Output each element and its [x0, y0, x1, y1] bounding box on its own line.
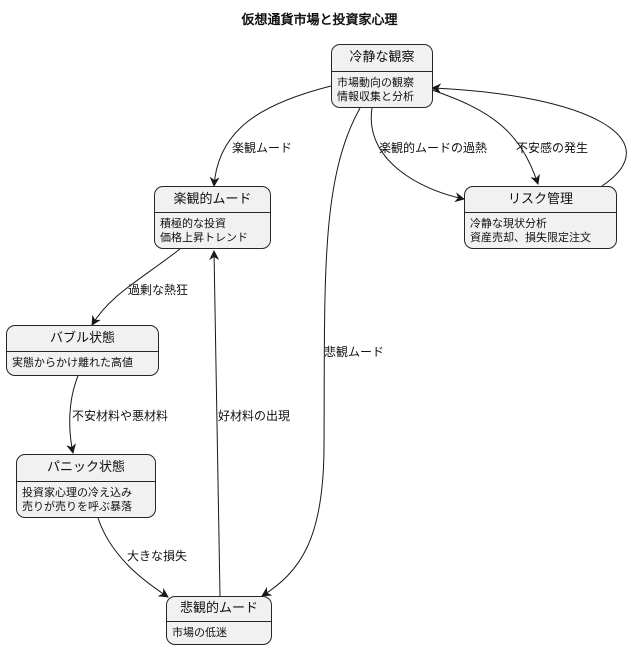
state-risk-management: リスク管理 冷静な現状分析 資産売却、損失限定注文 — [464, 186, 617, 249]
edge-bubble-to-panic — [66, 375, 79, 454]
state-line: 投資家心理の冷え込み — [22, 486, 132, 499]
edge-label-panic-to-pessimistic: 大きな損失 — [127, 549, 188, 563]
state-line: 情報収集と分析 — [337, 90, 414, 103]
state-pessimistic-mood: 悲観的ムード 市場の低迷 — [166, 596, 272, 645]
edge-risk-to-calm — [431, 83, 627, 187]
edge-calm-to-risk-overheat — [370, 107, 465, 203]
edge-label-optimistic-to-bubble: 過剰な熱狂 — [128, 283, 189, 297]
state-name: 楽観的ムード — [155, 187, 270, 213]
state-line: 冷静な現状分析 — [470, 217, 547, 230]
state-bubble: バブル状態 実態からかけ離れた高値 — [6, 325, 159, 376]
edge-label-calm-to-pessimistic: 悲観ムード — [324, 345, 385, 359]
state-panic: パニック状態 投資家心理の冷え込み 売りが売りを呼ぶ暴落 — [16, 454, 156, 518]
state-line: 売りが売りを呼ぶ暴落 — [22, 500, 132, 513]
state-name: リスク管理 — [465, 187, 616, 213]
state-line: 積極的な投資 — [160, 217, 226, 230]
edge-calm-to-risk-anxiety — [431, 89, 540, 185]
edge-label-calm-to-optimistic: 楽観ムード — [232, 141, 293, 155]
edge-label-calm-to-risk-anxiety: 不安感の発生 — [516, 141, 589, 155]
state-name: 悲観的ムード — [167, 597, 271, 622]
state-line: 価格上昇トレンド — [160, 231, 248, 244]
state-line: 市場動向の観察 — [337, 76, 414, 89]
edge-pessimistic-to-optimistic — [209, 250, 221, 597]
state-name: パニック状態 — [17, 455, 155, 482]
edge-calm-to-optimistic — [209, 85, 332, 187]
state-name: 冷静な観察 — [332, 45, 432, 72]
state-line: 市場の低迷 — [172, 626, 227, 639]
edge-label-pessimistic-to-optimistic: 好材料の出現 — [218, 409, 291, 423]
state-name: バブル状態 — [7, 326, 158, 352]
edge-calm-to-pessimistic — [261, 107, 361, 597]
edge-label-calm-to-risk-overheat: 楽観的ムードの過熱 — [379, 141, 488, 155]
diagram-title: 仮想通貨市場と投資家心理 — [241, 13, 398, 28]
state-line: 実態からかけ離れた高値 — [12, 356, 133, 369]
state-optimistic-mood: 楽観的ムード 積極的な投資 価格上昇トレンド — [154, 186, 271, 249]
state-calm-observation: 冷静な観察 市場動向の観察 情報収集と分析 — [331, 44, 433, 108]
edge-label-bubble-to-panic: 不安材料や悪材料 — [72, 409, 169, 423]
edge-panic-to-pessimistic — [97, 517, 169, 598]
state-line: 資産売却、損失限定注文 — [470, 231, 591, 244]
edge-optimistic-to-bubble — [91, 248, 181, 326]
